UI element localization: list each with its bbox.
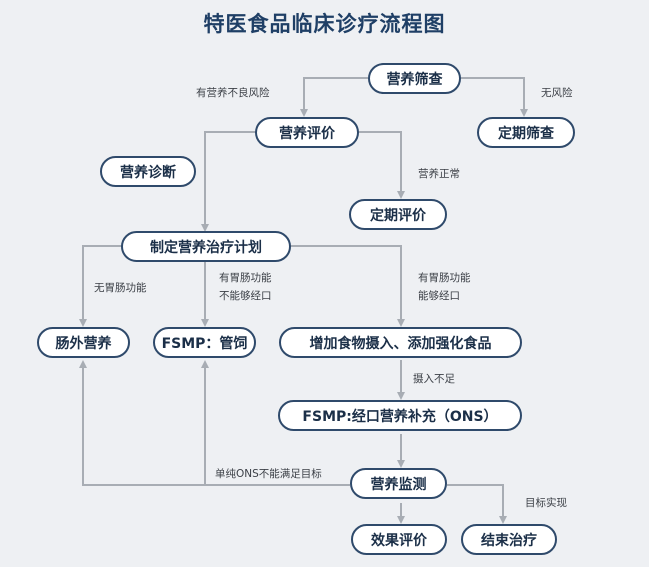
node-plan: 制定营养治疗计划 — [121, 231, 291, 262]
label-gi-oral-1: 有胃肠功能 — [418, 272, 471, 284]
node-regular-screening: 定期筛查 — [477, 117, 575, 148]
node-fsmp-ons: FSMP:经口营养补充（ONS） — [278, 400, 522, 431]
label-no-risk: 无风险 — [541, 87, 573, 99]
connector-screening-to-evaluation — [300, 77, 368, 117]
label-has-risk: 有营养不良风险 — [196, 87, 270, 99]
connector-monitoring-to-end — [447, 484, 507, 524]
connector-evaluation-to-plan — [201, 131, 260, 232]
connector-monitoring-to-parenteral — [79, 360, 350, 486]
node-end-treatment: 结束治疗 — [461, 524, 557, 555]
node-regular-evaluation: 定期评价 — [349, 199, 447, 230]
connector-evaluation-to-regular-evaluation — [358, 131, 405, 199]
node-evaluation: 营养评价 — [255, 117, 359, 148]
node-increase-food: 增加食物摄入、添加强化食品 — [279, 327, 522, 358]
node-screening: 营养筛查 — [368, 63, 461, 94]
node-monitoring: 营养监测 — [350, 468, 447, 499]
label-no-gi: 无胃肠功能 — [94, 282, 147, 294]
label-gi-no-oral-2: 不能够经口 — [219, 290, 272, 302]
node-fsmp-tube: FSMP：管饲 — [153, 327, 256, 358]
label-gi-oral-2: 能够经口 — [418, 290, 460, 302]
label-gi-no-oral-1: 有胃肠功能 — [219, 272, 272, 284]
connector-screening-to-regular-screening — [460, 77, 528, 117]
connector-plan-to-parenteral — [79, 245, 123, 327]
connector-plan-to-increase-food — [290, 245, 405, 327]
label-ons-not-enough: 单纯ONS不能满足目标 — [215, 468, 322, 480]
node-diagnosis: 营养诊断 — [100, 156, 196, 187]
page-title: 特医食品临床诊疗流程图 — [203, 12, 446, 36]
label-normal: 营养正常 — [418, 168, 460, 180]
label-insufficient: 摄入不足 — [413, 373, 455, 385]
node-effect-evaluation: 效果评价 — [351, 524, 447, 555]
node-parenteral: 肠外营养 — [37, 327, 130, 358]
label-goal-reached: 目标实现 — [525, 497, 567, 509]
